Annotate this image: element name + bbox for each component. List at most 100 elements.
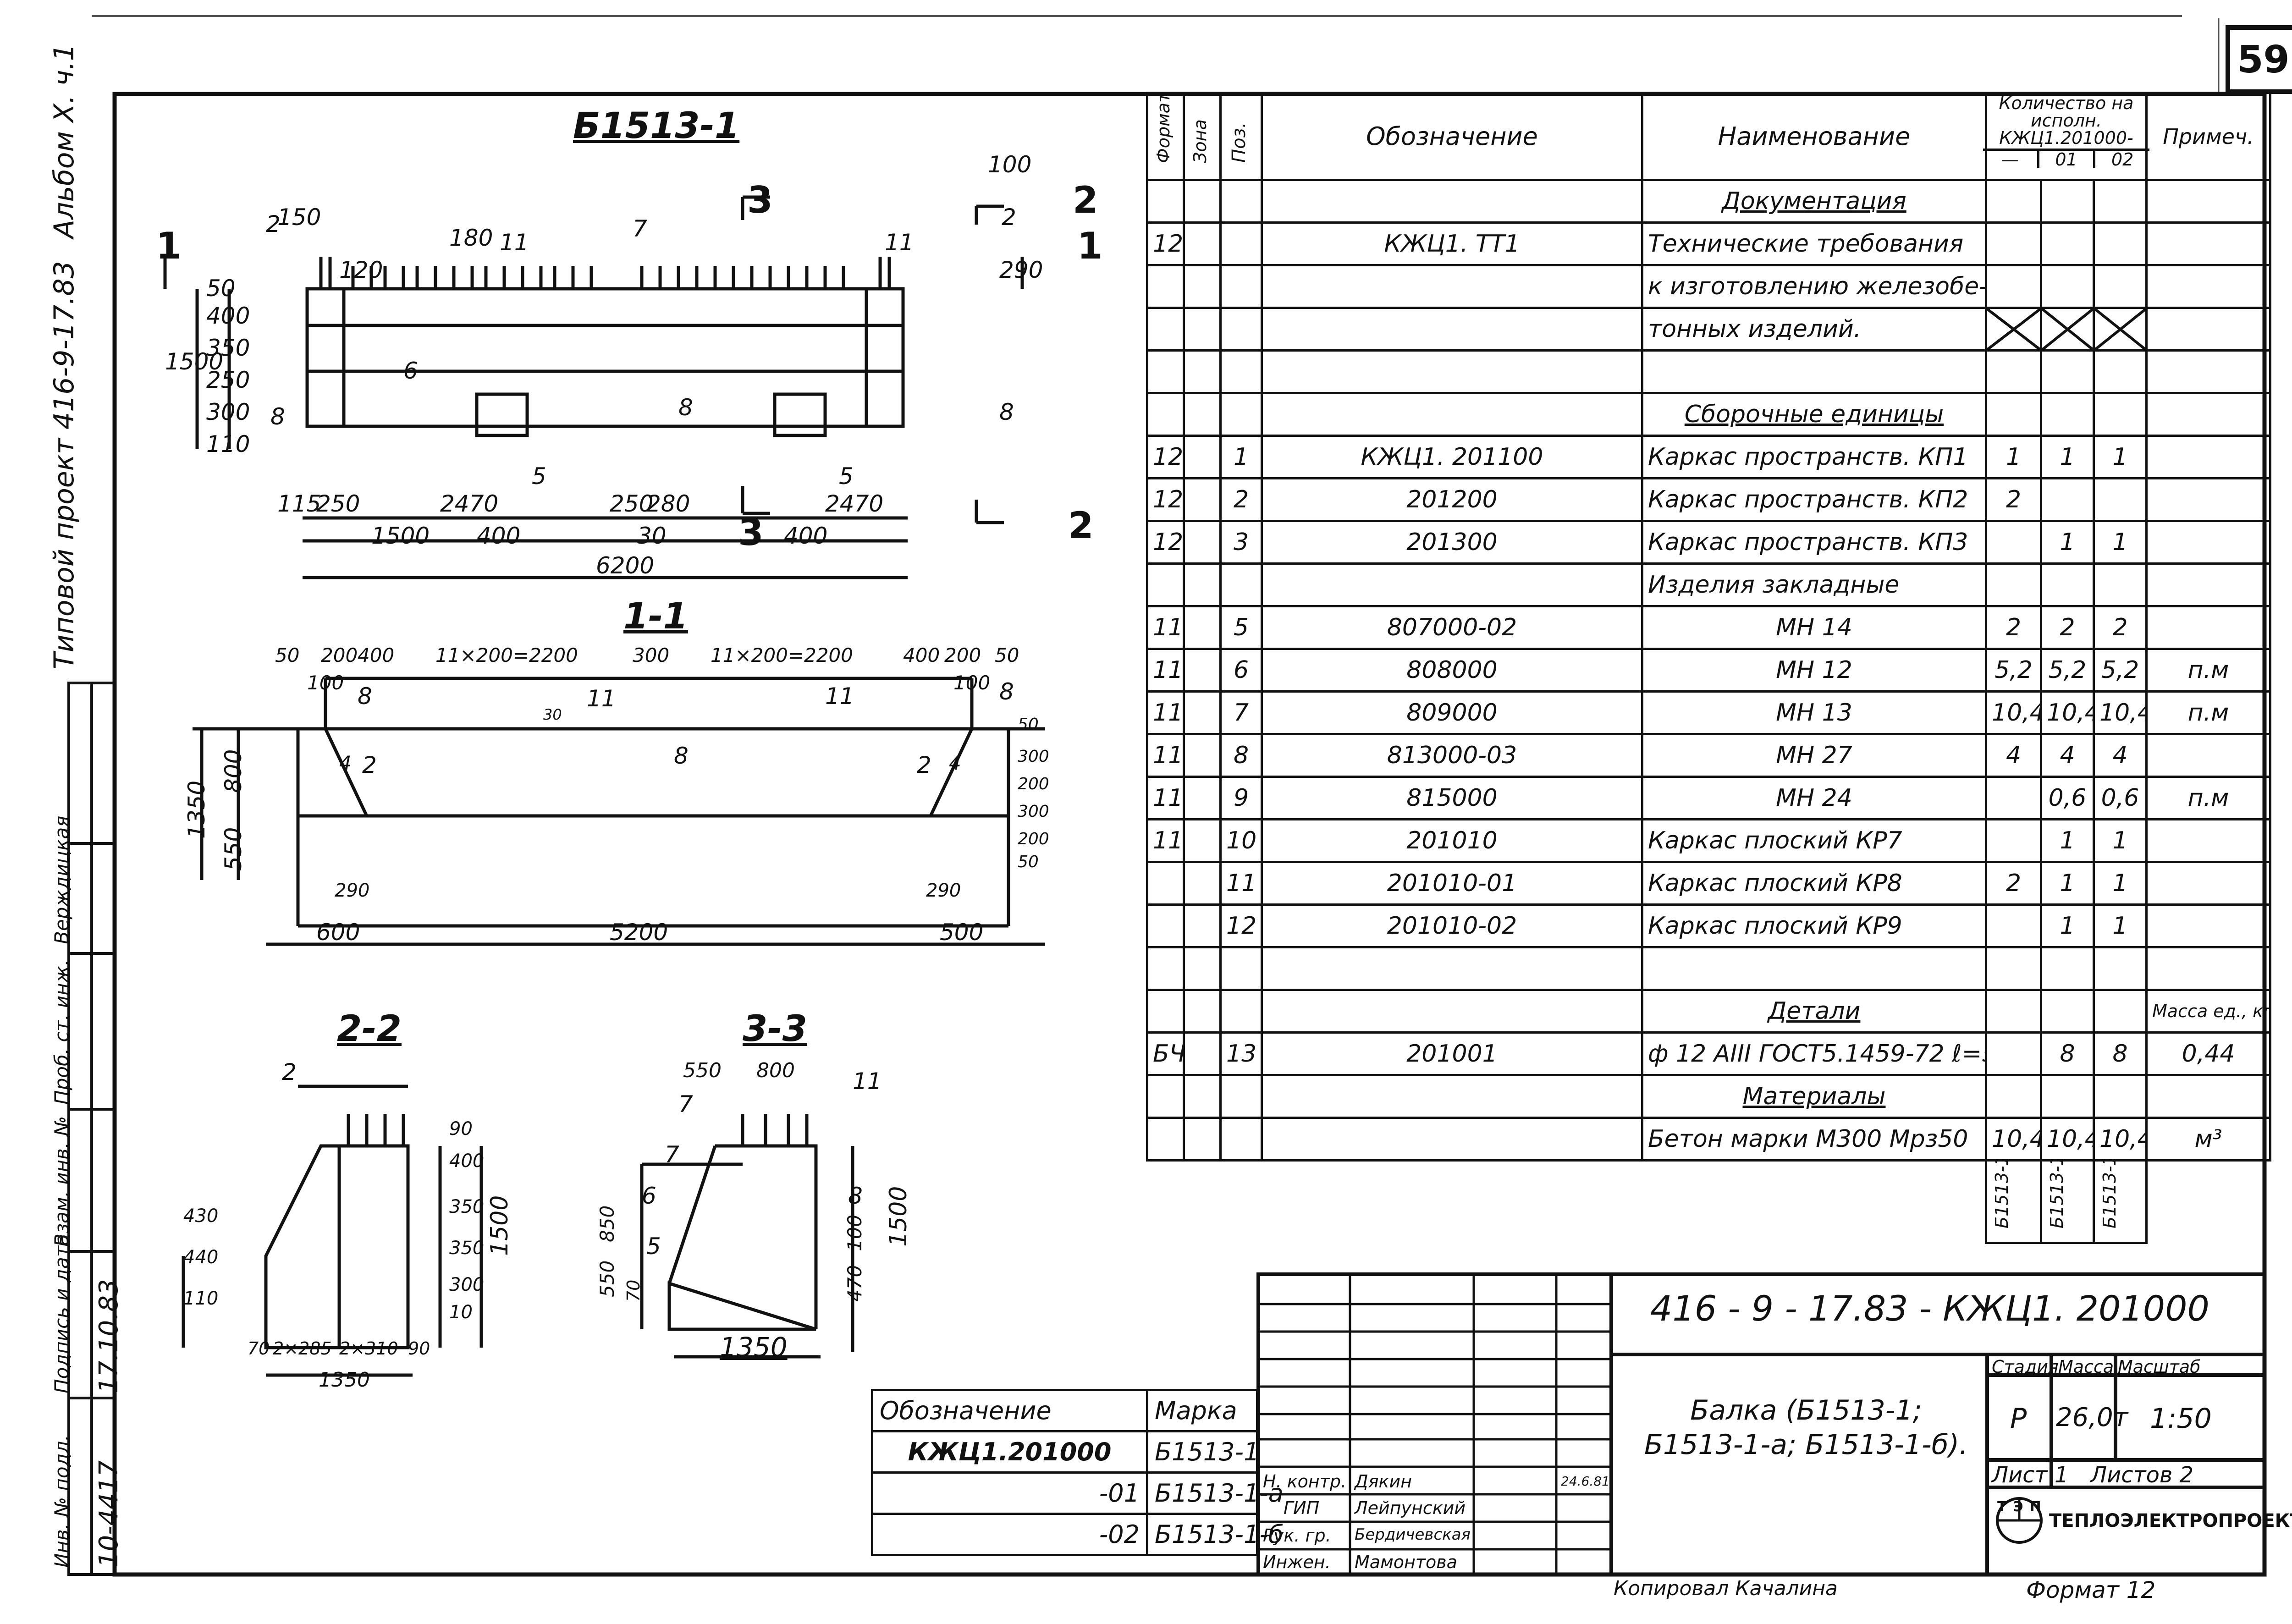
- spec-cell-name: МН 13: [1641, 690, 1987, 735]
- spec-cell-note: [2145, 861, 2272, 906]
- s11-dim: 200: [944, 644, 981, 666]
- s22-dim: 110: [183, 1288, 219, 1309]
- spec-cell-designation: [1261, 989, 1643, 1034]
- spec-cell-pos: 3: [1219, 520, 1263, 565]
- spec-cell-name: Изделия закладные: [1641, 562, 1987, 607]
- spec-cell-zone: [1183, 349, 1222, 394]
- vertical-mark: Б1513-1-б: [2092, 1159, 2148, 1244]
- main-dim: 1500: [165, 348, 224, 375]
- spec-cell-qty: 8: [2092, 1031, 2148, 1076]
- spec-cell-zone: [1183, 264, 1222, 309]
- spec-cell-name: [1641, 946, 1987, 991]
- signer-date: 24.6.81: [1561, 1474, 1610, 1489]
- spec-cell-format: [1146, 1074, 1185, 1119]
- spec-cell-qty: [1985, 989, 2042, 1034]
- spec-cell-zone: [1183, 648, 1222, 693]
- spec-row: Изделия закладные: [1146, 562, 2272, 607]
- spec-cell-qty: 2: [1985, 605, 2042, 650]
- spec-cell-pos: 8: [1219, 733, 1263, 778]
- spec-cell-designation: 813000-03: [1261, 733, 1643, 778]
- main-dim: 250: [610, 490, 654, 517]
- marks-header-mark: Марка: [1146, 1389, 1258, 1432]
- header-zone: Зона: [1183, 92, 1222, 181]
- main-pos-label: 11: [885, 229, 914, 256]
- spec-cell-qty: 10,4: [1985, 690, 2042, 735]
- main-dim: 350: [206, 335, 250, 361]
- spec-cell-designation: КЖЦ1. ТТ1: [1261, 221, 1643, 266]
- spec-cell-designation: [1261, 562, 1643, 607]
- spec-cell-format: 11: [1146, 733, 1185, 778]
- spec-cell-zone: [1183, 989, 1222, 1034]
- s33-pos-label: 11: [853, 1068, 882, 1095]
- spec-cell-name: Бетон марки М300 Мрз50: [1641, 1117, 1987, 1162]
- spec-cell-format: [1146, 989, 1185, 1034]
- spec-cell-format: БЧ: [1146, 1031, 1185, 1076]
- spec-cell-qty: 8: [2040, 1031, 2095, 1076]
- s33-pos-label: 7: [665, 1141, 679, 1168]
- spec-cell-note: Масса ед., кг: [2145, 989, 2272, 1034]
- spec-cell-zone: [1183, 946, 1222, 991]
- spec-cell-format: [1146, 1117, 1185, 1162]
- spec-cell-zone: [1183, 562, 1222, 607]
- section-mark: 2: [1068, 504, 1094, 547]
- spec-cell-designation: 201200: [1261, 477, 1643, 522]
- spec-cell-name: ф 12 АIII ГОСТ5.1459-72 ℓ=500: [1641, 1031, 1987, 1076]
- s11-dim: 50: [1018, 853, 1039, 871]
- spec-cell-name: Каркас пространств. КП2: [1641, 477, 1987, 522]
- spec-cell-name: МН 14: [1641, 605, 1987, 650]
- spec-cell-qty: 1: [2092, 903, 2148, 948]
- spec-cell-zone: [1183, 392, 1222, 437]
- spec-cell-format: 12: [1146, 477, 1185, 522]
- spec-cell-name: тонных изделий.: [1641, 307, 1987, 352]
- spec-cell-format: 12: [1146, 435, 1185, 479]
- spec-cell-designation: 807000-02: [1261, 605, 1643, 650]
- s11-dim: 11×200=2200: [711, 644, 853, 666]
- spec-row: тонных изделий.: [1146, 307, 2272, 352]
- spec-row: [1146, 349, 2272, 394]
- spec-cell-pos: [1219, 989, 1263, 1034]
- mass-value: 26,0т: [2056, 1403, 2128, 1432]
- spec-cell-zone: [1183, 818, 1222, 863]
- spec-cell-qty: 0,6: [2092, 776, 2148, 820]
- signer-name: Лейпунский: [1355, 1498, 1466, 1518]
- s11-pos-label: 4: [949, 752, 961, 774]
- marks-row: -02 Б1513-1-б: [871, 1513, 1284, 1556]
- spec-cell-qty: 4: [1985, 733, 2042, 778]
- s11-pos-label: 8: [674, 743, 689, 769]
- spec-cell-designation: 201010-02: [1261, 903, 1643, 948]
- mass-label: Масса: [2058, 1357, 2114, 1377]
- section-1-1-title: 1-1: [623, 596, 688, 637]
- s11-dim: 300: [633, 644, 670, 666]
- main-dim: 400: [784, 523, 828, 549]
- s11-dim: 300: [1018, 747, 1049, 766]
- main-view-drawing: [163, 195, 1024, 579]
- spec-cell-qty: [2092, 946, 2148, 991]
- spec-cell-format: [1146, 179, 1185, 224]
- spec-cell-format: [1146, 264, 1185, 309]
- spec-cell-qty: 1: [2040, 903, 2095, 948]
- spec-cell-qty: 2: [2092, 605, 2148, 650]
- spec-cell-qty: [2040, 221, 2095, 266]
- spec-cell-format: 11: [1146, 690, 1185, 735]
- spec-cell-qty: [2092, 989, 2148, 1034]
- spec-cell-zone: [1183, 477, 1222, 522]
- s11-dim: 290: [926, 880, 961, 901]
- spec-cell-format: [1146, 392, 1185, 437]
- spec-cell-pos: [1219, 946, 1263, 991]
- copied-by: Копировал Качалина: [1614, 1577, 1838, 1600]
- spec-cell-zone: [1183, 1117, 1222, 1162]
- spec-cell-designation: 201300: [1261, 520, 1643, 565]
- stage-value: Р: [2010, 1403, 2027, 1435]
- main-dim: 2470: [440, 490, 499, 517]
- spec-cell-pos: 2: [1219, 477, 1263, 522]
- section-mark: 2: [1073, 179, 1098, 221]
- spec-cell-note: [2145, 818, 2272, 863]
- marks-header-designation: Обозначение: [871, 1389, 1148, 1432]
- spec-cell-designation: [1261, 1074, 1643, 1119]
- s22-dim: 2×310: [339, 1338, 398, 1359]
- spec-cell-designation: КЖЦ1. 201100: [1261, 435, 1643, 479]
